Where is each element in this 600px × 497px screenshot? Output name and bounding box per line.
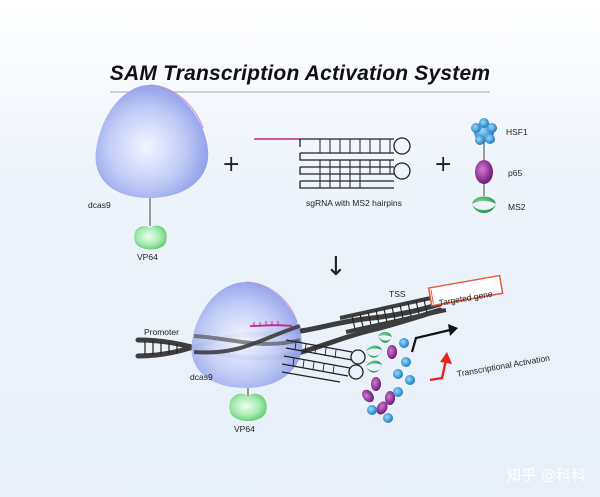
guide-rna-bound [249, 324, 293, 327]
plus-sign-1: + [222, 152, 241, 177]
sgrna-hairpins-top [254, 137, 411, 189]
label-dcas9-top: dcas9 [88, 200, 111, 210]
dna-base-pairs-left [144, 341, 178, 355]
label-ms2: MS2 [508, 202, 526, 212]
plus-sign-2: + [434, 152, 453, 177]
hsf1-protein [471, 118, 497, 145]
page-title: SAM Transcription Activation System [109, 62, 491, 85]
process-arrow-icon: ↓ [325, 252, 347, 282]
targeted-gene-box [427, 274, 504, 307]
label-sgrna: sgRNA with MS2 hairpins [306, 198, 402, 208]
ms2-protein [472, 196, 496, 213]
tss-arrow [410, 328, 451, 353]
recruited-activator-cluster [362, 331, 415, 423]
dna-right-strands [339, 294, 447, 334]
dcas9-protein-top [95, 85, 209, 198]
vp64-domain-bottom [229, 393, 267, 421]
p65-protein [475, 160, 493, 184]
label-vp64-top: VP64 [137, 252, 158, 262]
label-hsf1: HSF1 [506, 127, 528, 137]
label-tss: TSS [389, 289, 406, 299]
watermark: 知乎 @科科 [506, 466, 586, 484]
label-dcas9-bottom: dcas9 [190, 372, 213, 382]
dna-base-pairs-right [351, 299, 428, 330]
label-p65: p65 [508, 168, 523, 178]
label-promoter: Promoter [144, 327, 179, 337]
label-vp64-bottom: VP64 [234, 424, 255, 434]
dcas9-protein-bottom [191, 282, 303, 388]
activation-arrow [429, 359, 448, 382]
sgrna-hairpins-bottom [281, 339, 366, 383]
vp64-domain-top [134, 225, 167, 250]
